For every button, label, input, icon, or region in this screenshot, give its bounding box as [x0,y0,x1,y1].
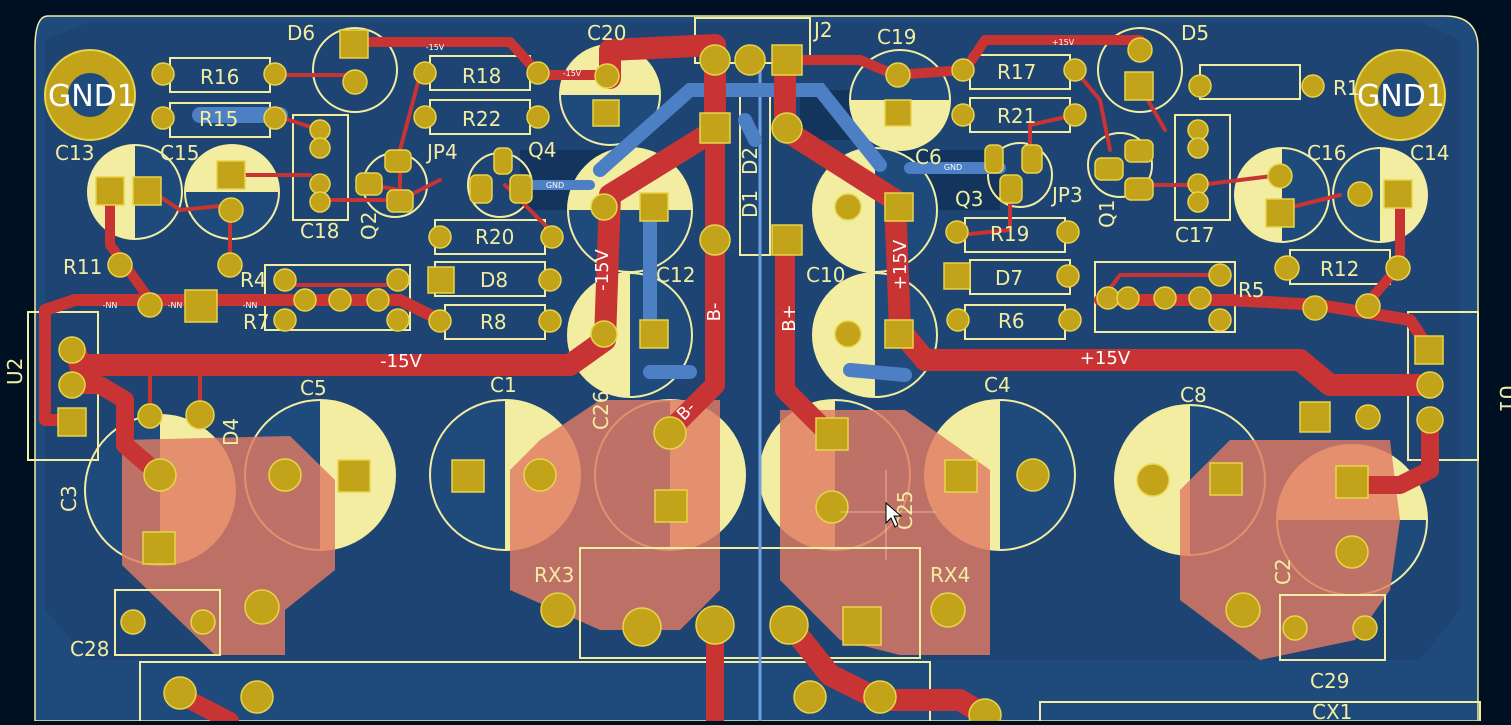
ref-r11: R11 [63,255,102,279]
ref-r15: R15 [199,107,238,131]
net-label-minus15-bus: -15V [380,351,422,372]
ref-r19: R19 [990,222,1029,246]
net-label-plus15-vertical: +15V [890,239,911,290]
ref-r17: R17 [997,60,1036,84]
ref-c28: C28 [70,637,109,661]
pad-d1-k [699,112,731,144]
ref-r21: R21 [997,104,1036,128]
ref-r12: R12 [1320,257,1359,281]
ref-d8: D8 [480,268,508,292]
ref-c10: C10 [806,263,845,287]
ref-c8: C8 [1180,383,1207,407]
net-label-gnd-c6: GND [944,163,962,172]
net-label-plus15-bus: +15V [1080,348,1131,369]
net-labels: -15V -15V +15V -NN -NN -NN GND GND -15V … [103,38,1131,425]
ref-c15: C15 [160,141,199,165]
ref-d1: D1 [738,190,762,218]
net-label-nn-2: -NN [168,301,183,310]
ref-q1: Q1 [1095,200,1119,228]
pad-d2-k [771,224,803,256]
ref-rx3: RX3 [534,563,574,587]
ref-c2: C2 [1271,558,1295,585]
ref-c1: C1 [490,373,517,397]
ref-r7: R7 [243,310,270,334]
ref-r1: R1 [1333,76,1360,100]
ref-c13: C13 [55,141,94,165]
pads[interactable] [57,29,1444,725]
ref-gnd1-right: GND1 [1357,79,1445,114]
ref-c18: C18 [300,219,339,243]
ref-c4: C4 [984,373,1011,397]
ref-jp3: JP3 [1050,183,1083,207]
ref-c19: C19 [877,25,916,49]
ref-c3: C3 [57,485,81,512]
ref-c29: C29 [1310,669,1349,693]
ref-c12: C12 [656,263,695,287]
ref-r16: R16 [200,65,239,89]
pad-j2-3 [699,44,731,76]
net-label-plus15-top: +15V [1052,38,1075,47]
ref-j2: J2 [812,18,833,42]
ref-c6: C6 [915,145,942,169]
ref-q2: Q2 [357,212,381,240]
ref-gnd1-left: GND1 [48,79,136,114]
ref-c16: C16 [1307,141,1346,165]
ref-cx1: CX1 [1312,700,1352,721]
ref-d4: D4 [219,418,243,446]
net-label-nn-3: -NN [243,301,258,310]
net-label-gnd-q4: GND [546,181,564,190]
pad-j2-1 [771,44,803,76]
ref-q4: Q4 [528,138,556,162]
net-label-bminus: B- [704,303,725,322]
ref-u2: U2 [3,358,27,385]
ref-r20: R20 [475,225,514,249]
net-label-nn-1: -NN [103,301,118,310]
ref-r22: R22 [462,107,501,131]
pad-j2-2 [734,44,766,76]
net-label-bplus: B+ [779,304,800,331]
pad-d1-a [699,224,731,256]
ref-r6: R6 [998,309,1025,333]
mounting-holes[interactable] [44,49,1446,141]
ref-r18: R18 [462,64,501,88]
ref-r8: R8 [480,310,507,334]
pad-d2 [771,112,803,144]
ref-r4: R4 [240,268,267,292]
ref-d7: D7 [995,266,1023,290]
net-label-minus15-c20: -15V [563,69,582,78]
ref-c20: C20 [587,21,626,45]
ref-c5: C5 [300,376,327,400]
ref-c17: C17 [1175,223,1214,247]
net-label-minus15-top: -15V [426,43,445,52]
ref-r5: R5 [1238,278,1265,302]
ref-d6: D6 [287,21,315,45]
reference-designators: GND1 GND1 J2 D6 D5 C20 C19 R16 R18 R22 R… [3,18,1511,724]
mouse-pointer-icon [840,470,935,560]
ref-rx4: RX4 [930,563,970,587]
ref-c14: C14 [1410,141,1449,165]
ref-c26: C26 [589,391,613,430]
net-label-minus15-vertical: -15V [592,248,613,290]
ref-u1: U1 [1495,385,1511,412]
ref-d5: D5 [1181,21,1209,45]
ref-jp4: JP4 [425,140,458,164]
ref-q3: Q3 [955,187,983,211]
ref-d2: D2 [738,147,762,175]
